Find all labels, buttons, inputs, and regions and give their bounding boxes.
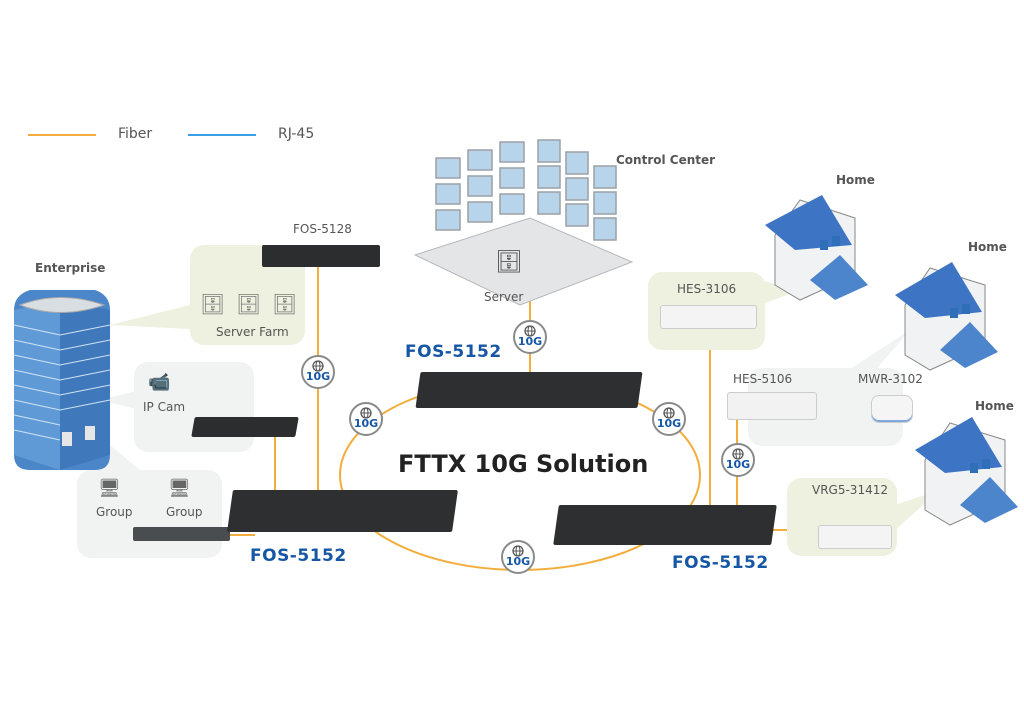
fos5128-switch-icon[interactable]	[262, 245, 380, 267]
vrg5-label: VRG5-31412	[812, 483, 888, 497]
badge-text: 10G	[305, 370, 331, 383]
home-3-label: Home	[975, 399, 1014, 413]
diagram-title: FTTX 10G Solution	[398, 450, 649, 478]
group-1-computer-icon: 🖥	[98, 478, 121, 499]
group-1-label: Group	[96, 505, 133, 519]
control-center-label: Control Center	[616, 153, 716, 167]
badge-10g-ring-left: 10G	[349, 402, 383, 436]
ip-cam-panel	[134, 362, 254, 452]
home1-pointer	[760, 280, 800, 305]
badge-10g-fos5128: 10G	[301, 355, 335, 389]
globe-icon	[512, 545, 524, 557]
enterprise-group-pointer	[80, 420, 140, 470]
server-icon-3: 🗄	[272, 292, 298, 316]
home-1-label: Home	[836, 173, 875, 187]
mwr3102-label: MWR-3102	[858, 372, 923, 386]
badge-text: 10G	[353, 417, 379, 430]
globe-icon	[312, 360, 324, 372]
legend-rj45-label: RJ-45	[278, 126, 315, 142]
legend-rj45-swatch	[188, 134, 256, 136]
fos5152-right-switch-icon[interactable]	[553, 505, 777, 545]
home3-pointer	[895, 490, 940, 530]
badge-text: 10G	[725, 458, 751, 471]
legend-fiber-swatch	[28, 134, 96, 136]
fos5152-top-switch-icon[interactable]	[415, 372, 643, 408]
server-icon-2: 🗄	[236, 292, 262, 316]
badge-text: 10G	[656, 417, 682, 430]
enterprise-label: Enterprise	[35, 261, 106, 275]
badge-text: 10G	[505, 555, 531, 568]
enterprise-ipcam-pointer	[100, 390, 140, 410]
home-2-label: Home	[968, 240, 1007, 254]
hes5106-device-icon[interactable]	[727, 392, 817, 420]
fos5152-left-label: FOS-5152	[250, 546, 347, 566]
badge-10g-hes5106: 10G	[721, 443, 755, 477]
legend-fiber-label: Fiber	[118, 126, 153, 142]
ip-cam-icon: 📹	[148, 372, 171, 393]
group-switch-icon[interactable]	[133, 527, 230, 541]
badge-10g-ring-bottom: 10G	[501, 540, 535, 574]
group-2-label: Group	[166, 505, 203, 519]
fos5152-top-label: FOS-5152	[405, 342, 502, 362]
group-panel	[77, 470, 222, 558]
badge-text: 10G	[517, 335, 543, 348]
ipcam-switch-icon[interactable]	[191, 417, 299, 437]
server-farm-label: Server Farm	[216, 325, 289, 339]
hes3106-label: HES-3106	[677, 282, 737, 296]
fos5152-left-switch-icon[interactable]	[227, 490, 458, 532]
vrg5-device-icon[interactable]	[818, 525, 892, 549]
badge-10g-ring-right: 10G	[652, 402, 686, 436]
badge-10g-server: 10G	[513, 320, 547, 354]
globe-icon	[360, 407, 372, 419]
group-2-computer-icon: 🖥	[168, 478, 191, 499]
hes5106-label: HES-5106	[733, 372, 793, 386]
globe-icon	[524, 325, 536, 337]
globe-icon	[663, 407, 675, 419]
fos5128-label: FOS-5128	[293, 222, 352, 236]
enterprise-serverfarm-pointer	[110, 300, 210, 330]
server-icon: 🗄	[495, 250, 523, 275]
server-icon-1: 🗄	[200, 292, 226, 316]
server-label: Server	[484, 290, 524, 304]
globe-icon	[732, 448, 744, 460]
mwr3102-device-icon[interactable]	[871, 395, 913, 423]
hes3106-device-icon[interactable]	[660, 305, 757, 329]
ip-cam-label: IP Cam	[143, 400, 186, 414]
fos5152-right-label: FOS-5152	[672, 553, 769, 573]
